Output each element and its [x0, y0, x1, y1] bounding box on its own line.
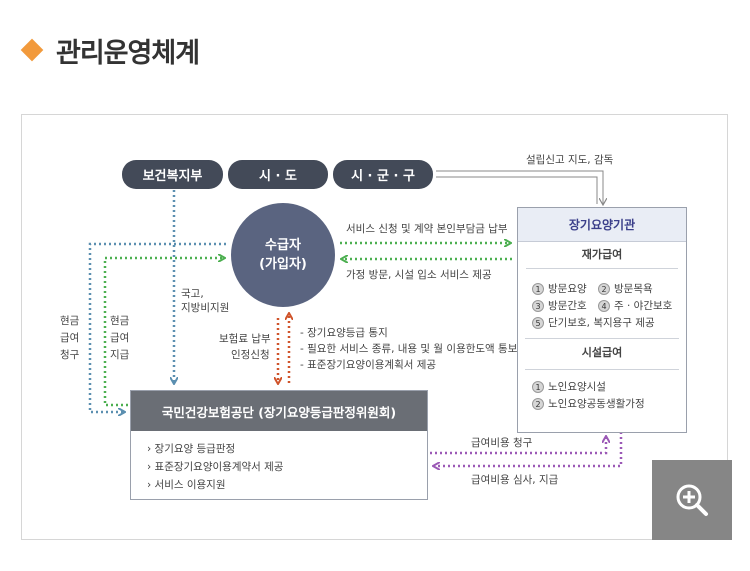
- page-header: 관리운영체계: [20, 30, 200, 70]
- corporation-item: › 표준장기요양이용계약서 제공: [147, 461, 284, 473]
- divider: [525, 338, 679, 339]
- national-support-label-1: 국고,: [181, 288, 204, 300]
- ministry-box: 보건복지부: [122, 160, 223, 189]
- benefit-review-label: 급여비용 심사, 지급: [471, 474, 559, 486]
- diagram-frame: [21, 114, 728, 540]
- notice-label: - 표준장기요양이용계획서 제공: [300, 359, 437, 371]
- notice-label: - 장기요양등급 통지: [300, 327, 388, 339]
- premium-label-1: 보험료 납부: [219, 333, 271, 345]
- institution-title: 장기요양기관: [518, 208, 686, 242]
- corporation-item: › 장기요양 등급판정: [147, 443, 236, 455]
- corporation-item: › 서비스 이용지원: [147, 479, 226, 491]
- recipient-label: 수급자: [265, 238, 301, 253]
- home-care-title: 재가급여: [581, 248, 623, 261]
- service-request-label: 서비스 신청 및 계약 본인부담금 납부: [346, 223, 508, 235]
- recipient-circle: 수급자 (가입자): [231, 203, 335, 307]
- divider: [526, 268, 678, 269]
- benefit-claim-label: 급여비용 청구: [471, 437, 533, 449]
- city-box: 시 · 군 · 구: [333, 160, 433, 189]
- corporation-title: 국민건강보험공단 (장기요양등급판정위원회): [131, 391, 427, 431]
- page-title: 관리운영체계: [56, 37, 200, 69]
- recipient-sub-label: (가입자): [259, 257, 307, 272]
- national-support-label-2: 지방비지원: [181, 302, 230, 314]
- province-box: 시 · 도: [228, 160, 328, 189]
- premium-label-2: 인정신청: [231, 349, 270, 361]
- corporation-box: 국민건강보험공단 (장기요양등급판정위원회) › 장기요양 등급판정 › 표준장…: [130, 390, 428, 500]
- service-provide-label: 가정 방문, 시설 입소 서비스 제공: [346, 269, 492, 281]
- notice-label: - 필요한 서비스 종류, 내용 및 월 이용한도액 통보: [300, 343, 518, 355]
- facility-care-title: 시설급여: [581, 346, 623, 359]
- establish-report-label: 설립신고 지도, 감독: [526, 154, 614, 166]
- zoom-in-button[interactable]: [652, 460, 732, 540]
- zoom-in-icon: [676, 484, 708, 516]
- institution-box: 장기요양기관 재가급여: [517, 207, 687, 433]
- divider: [525, 369, 679, 370]
